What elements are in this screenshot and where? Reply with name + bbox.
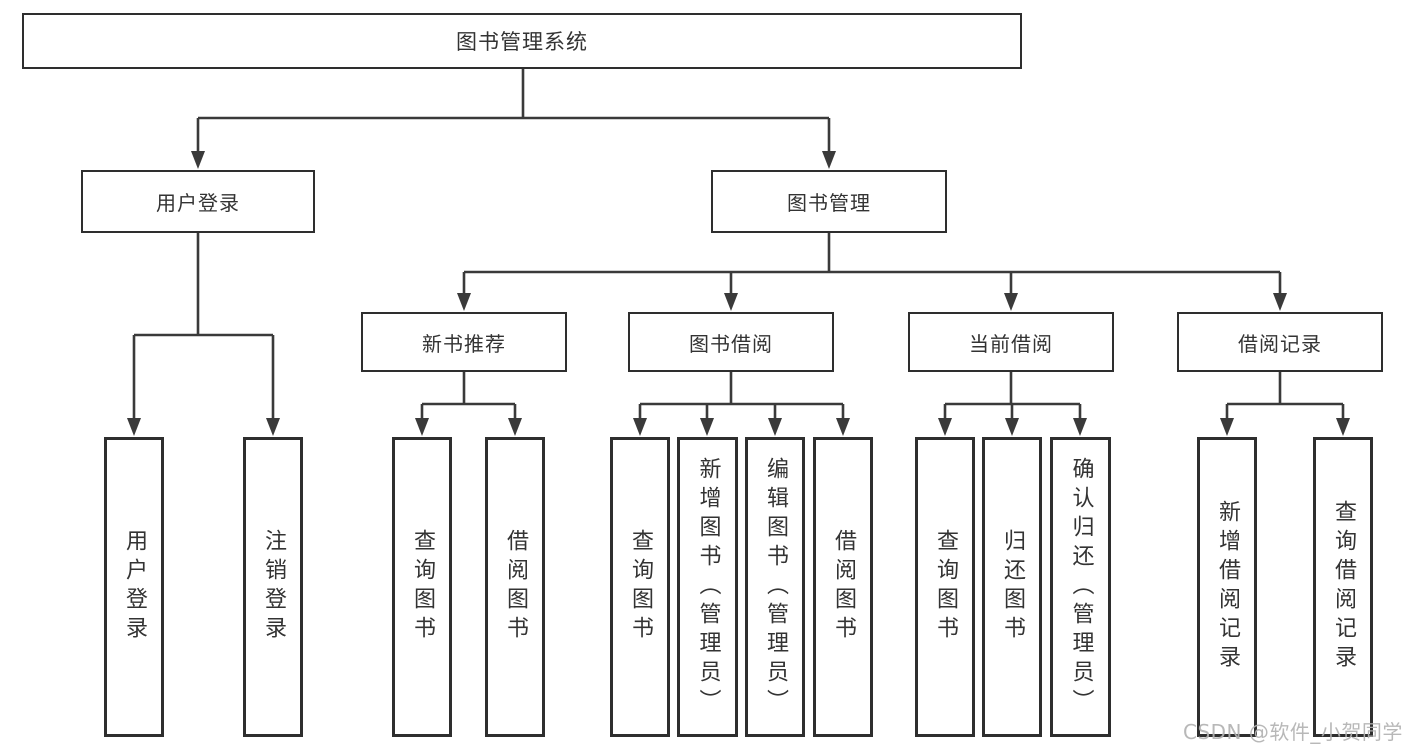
arrowhead-book-mgmt	[822, 151, 836, 169]
arrowhead-leaf-user-login	[127, 418, 141, 436]
arrowhead-bb-borrow	[836, 418, 850, 436]
node-book-borrow: 图书借阅	[628, 312, 834, 372]
arrowhead-bb-query	[633, 418, 647, 436]
node-user-login: 用户登录	[81, 170, 315, 233]
arrowhead-bb-add	[700, 418, 714, 436]
leaf-bb-query-books: 查询图书	[610, 437, 670, 737]
node-book-mgmt: 图书管理	[711, 170, 947, 233]
arrowhead-br-query	[1336, 418, 1350, 436]
node-system-root: 图书管理系统	[22, 13, 1022, 69]
leaf-br-add-record-label: 新增借阅记录	[1215, 500, 1240, 674]
node-borrow-records: 借阅记录	[1177, 312, 1383, 372]
node-new-book-rec-label: 新书推荐	[422, 331, 506, 356]
leaf-user-login-label: 用户登录	[122, 529, 147, 645]
leaf-bb-borrow-books-label: 借阅图书	[831, 529, 856, 645]
csdn-watermark: CSDN @软件_小贺同学	[1183, 720, 1403, 744]
arrowhead-book-borrow	[724, 293, 738, 311]
leaf-logout-label: 注销登录	[261, 529, 286, 645]
arrowhead-nb-query	[415, 418, 429, 436]
arrowhead-leaf-logout	[266, 418, 280, 436]
leaf-logout: 注销登录	[243, 437, 303, 737]
leaf-nb-query-books-label: 查询图书	[410, 529, 435, 645]
leaf-cb-confirm-return: 确认归还（管理员）	[1050, 437, 1111, 737]
node-system-root-label: 图书管理系统	[456, 30, 588, 54]
leaf-bb-add-books-label: 新增图书（管理员）	[695, 456, 721, 718]
leaf-bb-borrow-books: 借阅图书	[813, 437, 873, 737]
leaf-nb-borrow-books-label: 借阅图书	[503, 529, 528, 645]
node-current-borrow: 当前借阅	[908, 312, 1114, 372]
node-user-login-label: 用户登录	[156, 191, 240, 215]
leaf-cb-return-books: 归还图书	[982, 437, 1042, 737]
leaf-cb-return-books-label: 归还图书	[1000, 529, 1025, 645]
leaf-nb-borrow-books: 借阅图书	[485, 437, 545, 737]
leaf-cb-query-books: 查询图书	[915, 437, 975, 737]
node-book-borrow-label: 图书借阅	[689, 331, 773, 356]
arrowhead-current-borrow	[1004, 293, 1018, 311]
node-borrow-records-label: 借阅记录	[1238, 331, 1322, 356]
leaf-bb-add-books: 新增图书（管理员）	[677, 437, 738, 737]
arrowhead-br-add	[1220, 418, 1234, 436]
arrowhead-bb-edit	[768, 418, 782, 436]
leaf-cb-query-books-label: 查询图书	[933, 529, 958, 645]
leaf-user-login: 用户登录	[104, 437, 164, 737]
arrowhead-cb-confirm	[1073, 418, 1087, 436]
leaf-nb-query-books: 查询图书	[392, 437, 452, 737]
leaf-cb-confirm-return-label: 确认归还（管理员）	[1068, 456, 1094, 718]
arrowheads	[127, 151, 1350, 436]
leaf-bb-query-books-label: 查询图书	[628, 529, 653, 645]
leaf-br-query-record-label: 查询借阅记录	[1331, 500, 1356, 674]
leaf-bb-edit-books-label: 编辑图书（管理员）	[763, 456, 788, 718]
arrowhead-user-login	[191, 151, 205, 169]
leaf-bb-edit-books: 编辑图书（管理员）	[745, 437, 805, 737]
node-current-borrow-label: 当前借阅	[969, 331, 1053, 356]
node-book-mgmt-label: 图书管理	[787, 191, 871, 215]
arrowhead-borrow-records	[1273, 293, 1287, 311]
leaf-br-add-record: 新增借阅记录	[1197, 437, 1257, 737]
arrowhead-new-book-rec	[457, 293, 471, 311]
arrowhead-cb-return	[1005, 418, 1019, 436]
leaf-br-query-record: 查询借阅记录	[1313, 437, 1373, 737]
arrowhead-nb-borrow	[508, 418, 522, 436]
arrowhead-cb-query	[938, 418, 952, 436]
node-new-book-rec: 新书推荐	[361, 312, 567, 372]
